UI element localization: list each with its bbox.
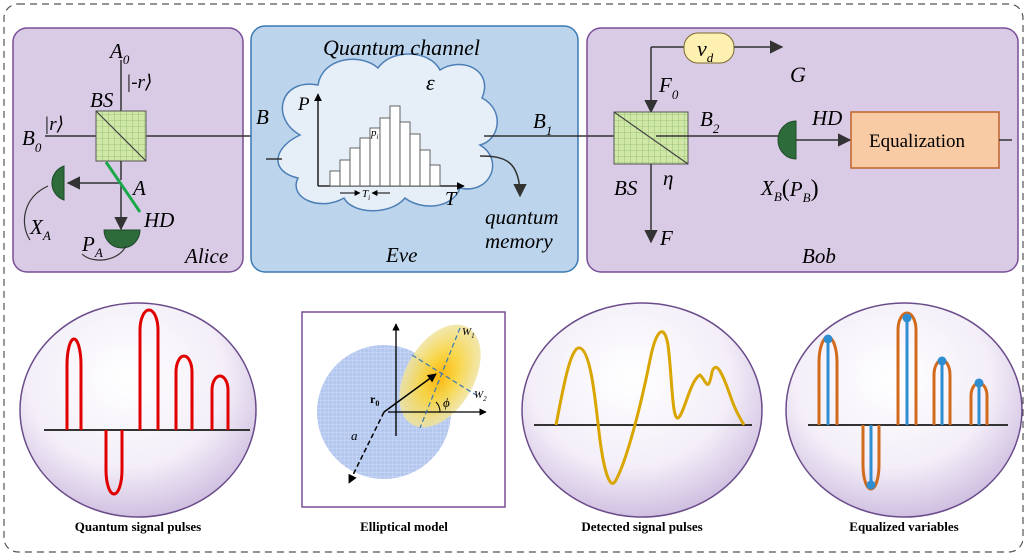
svg-text:r0: r0 — [370, 392, 379, 408]
detected-signal-curve — [554, 330, 746, 485]
bob-label: Bob — [802, 244, 836, 268]
bob-bs-label: BS — [614, 176, 638, 200]
alice-bs-label: BS — [90, 88, 114, 112]
phi-label: ϕ — [443, 395, 450, 410]
a-label: a — [351, 428, 358, 443]
equalization-label: Equalization — [869, 131, 966, 152]
caption-equalized: Equalized variables — [849, 519, 958, 534]
svg-text:B1: B1 — [533, 109, 552, 138]
svg-text:Ti: Ti — [362, 188, 370, 202]
p-axis-label: P — [297, 94, 310, 115]
eve-label: Eve — [385, 243, 417, 267]
quantum-signal-pulses — [65, 308, 230, 496]
svg-text:pi: pi — [370, 127, 379, 141]
channel-title: Quantum channel — [323, 35, 480, 60]
caption-quantum-signal: Quantum signal pulses — [75, 519, 201, 534]
caption-elliptical-model: Elliptical model — [360, 519, 448, 534]
caption-detected-signal: Detected signal pulses — [581, 519, 702, 534]
detected-signal-oval — [521, 302, 763, 518]
alice-detector-p-icon — [103, 229, 141, 249]
alice-detector-x-icon — [51, 165, 65, 201]
svg-text:W2: W2 — [474, 389, 487, 403]
equalized-pulses — [817, 311, 989, 491]
r-ket: |r⟩ — [44, 114, 64, 135]
g-label: G — [790, 62, 806, 87]
neg-r-ket: |-r⟩ — [126, 72, 152, 93]
eta-label: η — [663, 166, 673, 190]
svg-text:A0: A0 — [108, 39, 130, 67]
svg-text:B0: B0 — [22, 126, 42, 155]
equalization-box — [850, 111, 1000, 169]
epsilon-label: ε — [426, 70, 435, 95]
f-label: F — [659, 226, 673, 250]
quantum-signal-oval — [19, 302, 257, 518]
svg-text:W1: W1 — [462, 326, 475, 340]
svg-text:F0: F0 — [658, 73, 679, 102]
svg-text:PA: PA — [81, 232, 103, 260]
outer-frame — [3, 3, 1024, 553]
svg-text:B2: B2 — [700, 107, 720, 136]
noise-ellipse — [399, 324, 481, 428]
bob-hd-label: HD — [811, 106, 842, 130]
bob-detector-icon — [777, 120, 797, 160]
vd-source — [683, 32, 735, 64]
alice-hd-label: HD — [143, 208, 174, 232]
alice-label: Alice — [183, 244, 228, 268]
histogram-bars — [329, 105, 441, 187]
equalized-oval — [785, 302, 1023, 518]
svg-text:vd: vd — [697, 36, 714, 65]
t-axis-label: T — [445, 188, 458, 210]
channel-b-label: B — [256, 105, 269, 129]
bob-panel — [586, 27, 1019, 273]
memory-label-1: quantum — [485, 205, 559, 229]
svg-text:XA: XA — [29, 215, 51, 243]
svg-text:XB(PB): XB(PB) — [760, 176, 819, 205]
memory-label-2: memory — [485, 229, 553, 253]
alice-a-label: A — [131, 176, 146, 200]
